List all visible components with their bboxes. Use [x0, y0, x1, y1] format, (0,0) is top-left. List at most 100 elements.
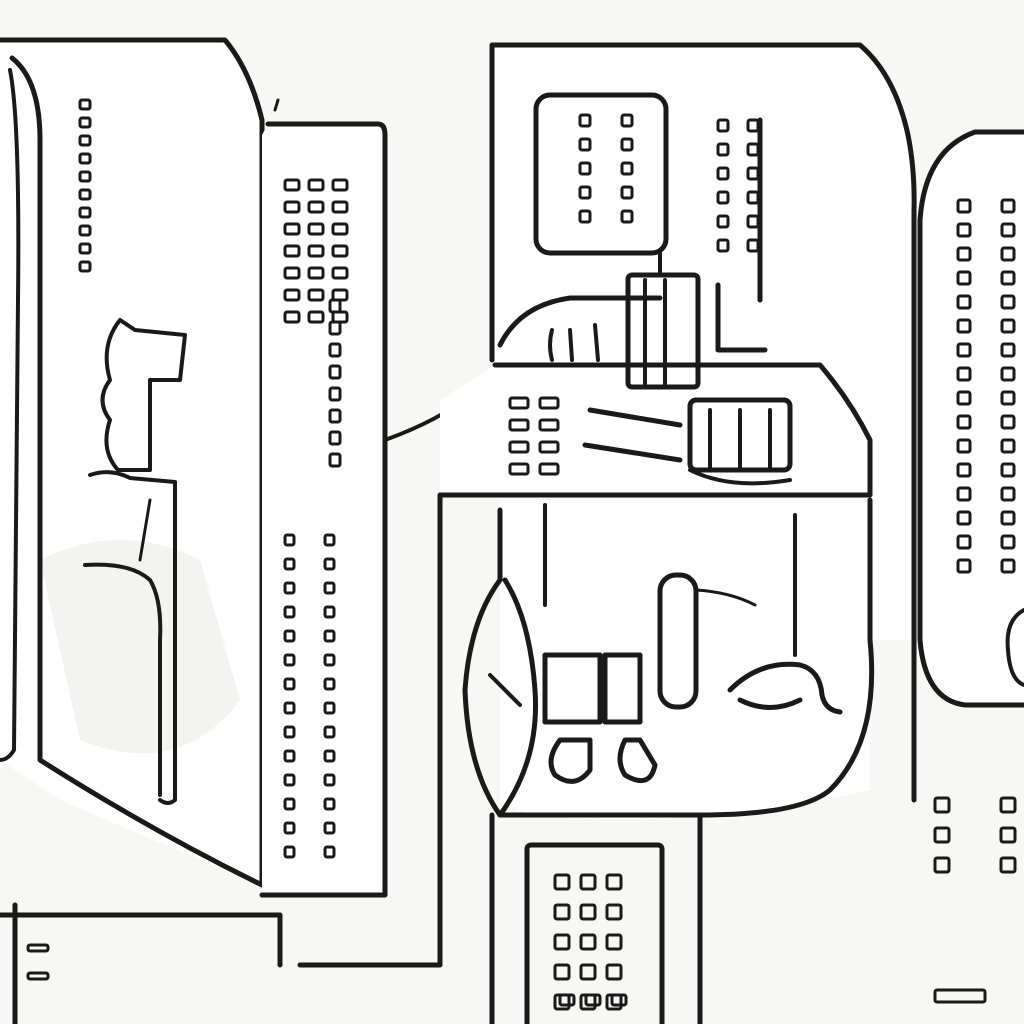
- text-mark: [956, 270, 972, 286]
- text-mark: [1000, 462, 1016, 478]
- illegible-text-marks: [26, 98, 1017, 1011]
- text-mark: [283, 581, 296, 595]
- text-mark: [78, 188, 92, 201]
- text-mark: [538, 396, 560, 410]
- text-mark: [956, 222, 972, 238]
- text-mark: [323, 725, 336, 739]
- text-mark: [605, 873, 623, 891]
- text-mark: [331, 244, 349, 258]
- text-mark: [283, 845, 296, 859]
- center-lower: [462, 497, 875, 820]
- text-mark: [956, 534, 972, 550]
- text-mark: [26, 971, 50, 981]
- text-mark: [746, 214, 760, 229]
- text-mark: [1000, 366, 1016, 382]
- text-mark: [283, 310, 301, 324]
- text-mark: [538, 462, 560, 476]
- text-mark: [933, 826, 951, 844]
- text-mark: [553, 873, 571, 891]
- text-mark: [323, 605, 336, 619]
- text-mark: [579, 873, 597, 891]
- text-mark: [283, 288, 301, 302]
- text-mark: [283, 773, 296, 787]
- bottom-left-box: [0, 902, 283, 1024]
- text-mark: [1000, 438, 1016, 454]
- text-mark: [283, 725, 296, 739]
- text-mark: [956, 294, 972, 310]
- text-mark: [283, 653, 296, 667]
- text-mark: [1000, 246, 1016, 262]
- text-mark: [78, 116, 92, 129]
- text-mark: [558, 993, 576, 1007]
- text-mark: [553, 933, 571, 951]
- text-mark: [283, 797, 296, 811]
- text-mark: [620, 185, 634, 200]
- text-mark: [508, 418, 530, 432]
- text-mark: [1000, 342, 1016, 358]
- text-mark: [331, 222, 349, 236]
- text-mark: [283, 677, 296, 691]
- text-mark: [538, 418, 560, 432]
- text-mark: [323, 629, 336, 643]
- text-mark: [620, 161, 634, 176]
- text-mark: [331, 266, 349, 280]
- text-mark: [307, 222, 325, 236]
- text-mark: [78, 170, 92, 183]
- text-mark: [620, 113, 634, 128]
- text-mark: [956, 390, 972, 406]
- text-mark: [933, 856, 951, 874]
- text-mark: [1000, 558, 1016, 574]
- text-mark: [78, 206, 92, 219]
- text-mark: [283, 178, 301, 192]
- text-mark: [323, 533, 336, 547]
- text-mark: [78, 98, 92, 111]
- text-mark: [956, 246, 972, 262]
- text-mark: [328, 452, 342, 468]
- text-mark: [578, 185, 592, 200]
- text-mark: [323, 557, 336, 571]
- text-mark: [956, 462, 972, 478]
- text-mark: [283, 244, 301, 258]
- text-mark: [584, 993, 602, 1007]
- text-mark: [578, 161, 592, 176]
- text-mark: [999, 826, 1017, 844]
- text-mark: [328, 298, 342, 314]
- text-mark: [1000, 198, 1016, 214]
- text-mark: [328, 342, 342, 358]
- text-mark: [605, 933, 623, 951]
- text-mark: [746, 142, 760, 157]
- text-mark: [283, 605, 296, 619]
- text-mark: [283, 629, 296, 643]
- text-mark: [78, 134, 92, 147]
- text-mark: [956, 366, 972, 382]
- text-mark: [78, 224, 92, 237]
- text-mark: [1000, 486, 1016, 502]
- text-mark: [283, 701, 296, 715]
- text-mark: [553, 903, 571, 921]
- text-mark: [328, 364, 342, 380]
- text-mark: [553, 963, 571, 981]
- text-mark: [307, 178, 325, 192]
- text-mark: [283, 266, 301, 280]
- text-mark: [331, 200, 349, 214]
- text-mark: [328, 430, 342, 446]
- text-mark: [307, 266, 325, 280]
- text-mark: [933, 796, 951, 814]
- text-mark: [1000, 318, 1016, 334]
- text-mark: [78, 260, 92, 273]
- text-mark: [323, 821, 336, 835]
- text-mark: [1000, 510, 1016, 526]
- text-mark: [283, 222, 301, 236]
- text-mark: [610, 993, 628, 1007]
- text-mark: [283, 821, 296, 835]
- text-mark: [956, 558, 972, 574]
- text-mark: [579, 933, 597, 951]
- text-mark: [508, 396, 530, 410]
- text-mark: [26, 943, 50, 953]
- text-mark: [956, 414, 972, 430]
- text-mark: [78, 152, 92, 165]
- text-mark: [1000, 414, 1016, 430]
- text-mark: [620, 209, 634, 224]
- text-mark: [323, 677, 336, 691]
